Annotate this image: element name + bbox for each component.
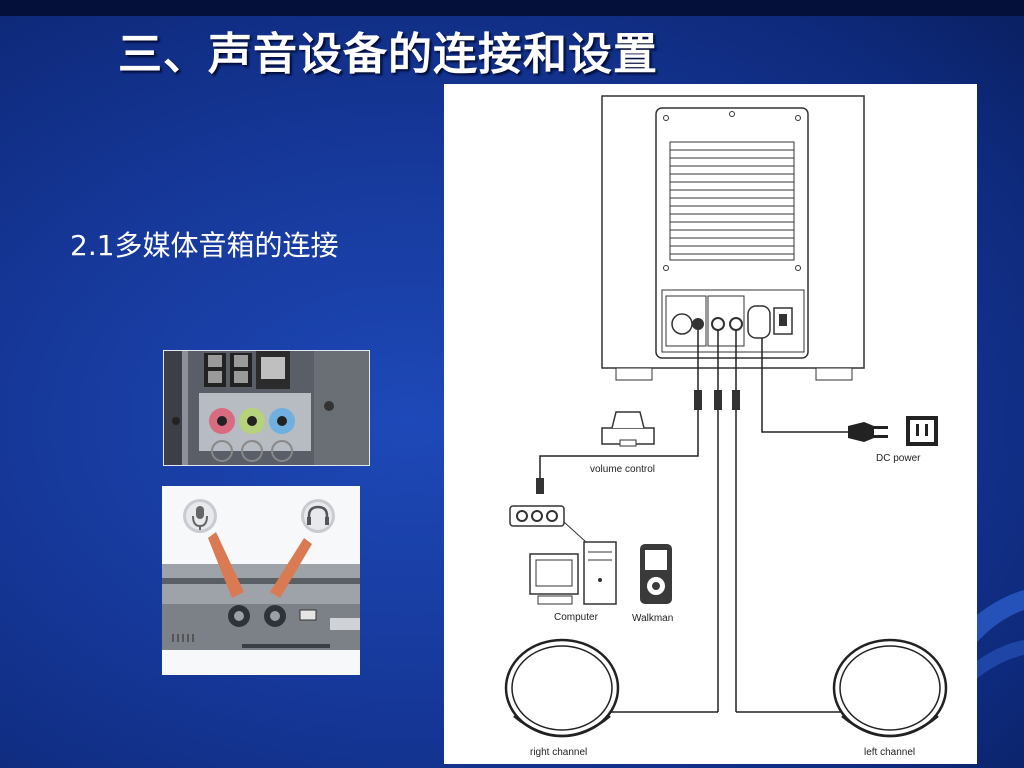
volume-control-device: [601, 411, 655, 447]
slide-title: 三、声音设备的连接和设置: [118, 29, 658, 80]
soundcard-jacks: [509, 505, 587, 543]
volume-control-label: volume control: [590, 464, 655, 475]
laptop-audio-jacks-photo: [162, 486, 360, 675]
top-band: [0, 0, 1024, 16]
rear-audio-jacks-photo: [163, 350, 370, 466]
headphones-icon: [301, 499, 335, 533]
plugs: [536, 390, 740, 494]
dc-power-label: DC power: [876, 453, 921, 464]
right-speaker: [504, 638, 718, 738]
computer-label: Computer: [554, 612, 599, 623]
walkman-label: Walkman: [632, 613, 673, 624]
slide-subtitle: 2.1多媒体音箱的连接: [70, 229, 339, 262]
walkman-device: [640, 544, 672, 604]
subwoofer-back-panel: [601, 95, 865, 381]
connection-diagram: DC power volume control Computer: [444, 84, 977, 764]
left-speaker: [736, 638, 948, 738]
right-channel-label: right channel: [530, 747, 587, 758]
dc-power-plug: [848, 416, 938, 446]
computer-device: [529, 541, 617, 605]
left-channel-label: left channel: [864, 747, 915, 758]
microphone-icon: [183, 499, 217, 533]
